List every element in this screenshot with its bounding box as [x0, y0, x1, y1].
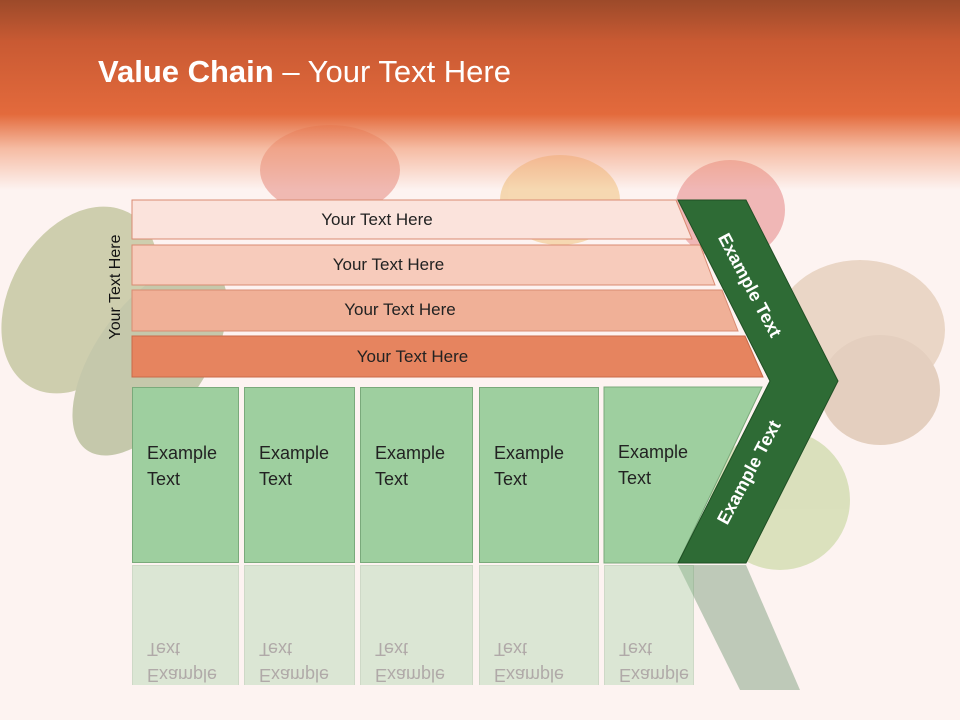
band-3-label: Your Text Here: [344, 299, 456, 319]
column-5-line2: Text: [618, 468, 652, 488]
column-1-line2: Text: [147, 469, 181, 489]
column-5: Example Text: [604, 387, 694, 563]
column-2-line2: Text: [259, 469, 293, 489]
column-2: Example Text: [244, 387, 355, 563]
column-1: Example Text: [132, 387, 239, 563]
band-4-shape: [131, 335, 764, 378]
title-bold: Value Chain: [98, 54, 274, 89]
band-3: Your Text Here: [132, 290, 738, 329]
band-4: Your Text Here: [132, 337, 763, 376]
header-banner: [0, 0, 960, 190]
chevron-reflection: [678, 565, 800, 690]
band-2: Your Text Here: [132, 245, 715, 284]
column-3-line1: Example: [375, 443, 446, 463]
band-1-shape: [131, 199, 693, 240]
column-3: Example Text: [360, 387, 473, 563]
column-1-line1: Example: [147, 443, 218, 463]
column-2-line1: Example: [259, 443, 330, 463]
band-1-label: Your Text Here: [321, 209, 433, 229]
band-2-label: Your Text Here: [332, 254, 445, 274]
title-rest: – Your Text Here: [273, 54, 511, 89]
column-3-line2: Text: [375, 469, 409, 489]
page-title: Value Chain – Your Text Here: [98, 54, 511, 90]
column-4-line2: Text: [494, 469, 528, 489]
band-4-label: Your Text Here: [356, 346, 469, 366]
column-4: Example Text: [479, 387, 599, 563]
band-2-shape: [131, 244, 716, 286]
band-1: Your Text Here: [132, 200, 692, 239]
column-4-line1: Example: [494, 443, 565, 463]
column-5-line1: Example: [618, 442, 689, 462]
band-3-shape: [131, 289, 739, 332]
chevron-arrow: [677, 199, 839, 564]
